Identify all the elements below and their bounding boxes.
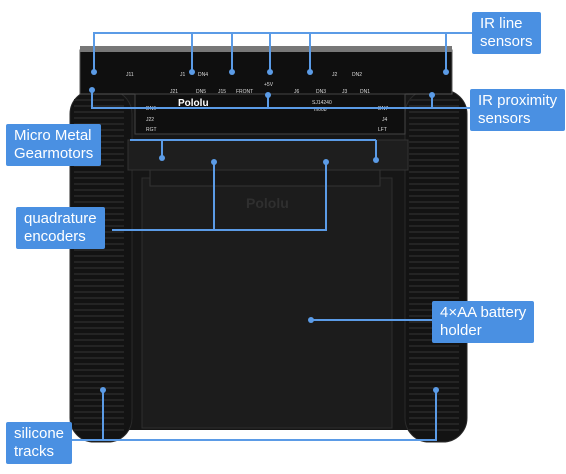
silk-label-m00b: m00b: [314, 107, 327, 113]
silk-label-5v: +5V: [264, 82, 274, 88]
battery-holder: [141, 177, 393, 429]
silk-label-j3: J3: [342, 89, 348, 95]
silk-label-j15: J15: [218, 89, 226, 95]
ir-line-sensors-label: IR line sensors: [472, 12, 541, 54]
silk-label-dn3: DN3: [316, 89, 326, 95]
silk-label-sj14240: SJ14240: [312, 100, 332, 106]
silk-label-dn6: DN6: [146, 106, 156, 112]
silk-label-dn1: DN1: [360, 89, 370, 95]
board-brand: Pololu: [178, 98, 209, 109]
battery-holder-brand: Pololu: [246, 195, 289, 211]
motor-housing: [127, 139, 409, 171]
silk-label-j2: J2: [332, 72, 338, 78]
silk-label-dn5: DN5: [196, 89, 206, 95]
board-lower-strip: [134, 93, 406, 135]
tracks-label: silicone tracks: [6, 422, 73, 464]
silk-label-j21: J21: [170, 89, 178, 95]
silk-label-j6: J6: [294, 89, 300, 95]
silk-label-j22: J22: [146, 117, 154, 123]
silk-label-front: FRONT: [236, 89, 253, 95]
silk-label-j4: J4: [382, 117, 388, 123]
board-top-edge: [80, 46, 452, 52]
encoders-label: quadrature encoders: [16, 207, 105, 249]
gearmotors-label: Micro Metal Gearmotors: [6, 124, 102, 166]
silk-label-dn2: DN2: [352, 72, 362, 78]
silk-label-dn7: DN7: [378, 106, 388, 112]
silk-label-j1: J1: [180, 72, 186, 78]
silk-label-rgt: RGT: [146, 127, 157, 133]
silk-label-j11: J11: [126, 72, 134, 78]
silk-label-lft: LFT: [378, 127, 387, 133]
ir-proximity-sensors-label: IR proximity sensors: [470, 89, 566, 131]
silk-label-dn4: DN4: [198, 72, 208, 78]
battery-holder-label: 4×AA battery holder: [432, 301, 535, 343]
